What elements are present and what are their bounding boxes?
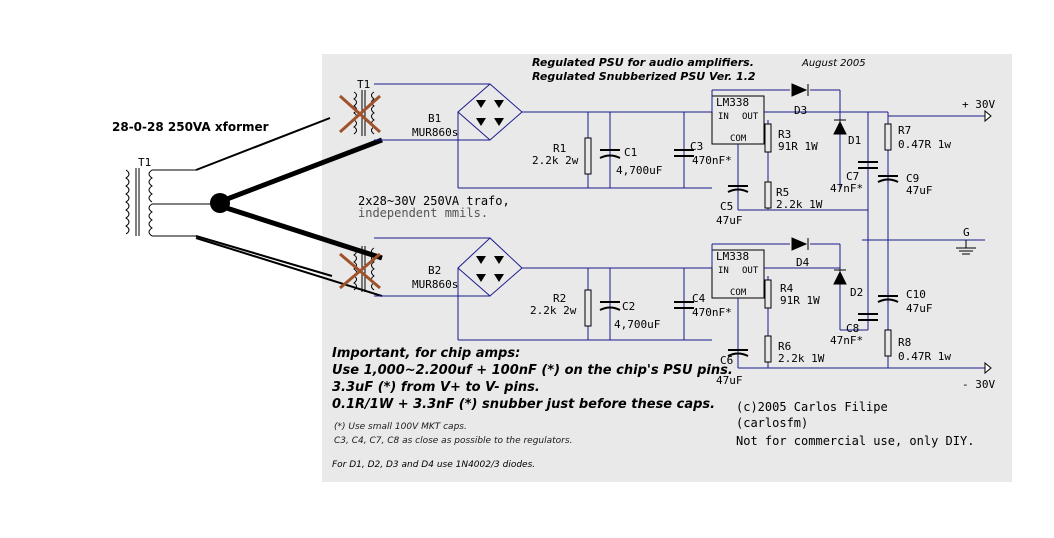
r3-label: R3 [778, 128, 792, 141]
title-line1: Regulated PSU for audio amplifiers. [532, 56, 754, 69]
c1-value: 4,700uF [616, 164, 663, 177]
r6-value: 2.2k 1W [778, 352, 825, 365]
r4-label: R4 [780, 282, 794, 295]
r8-value: 0.47R 1w [898, 350, 951, 363]
b1-part: MUR860s [412, 126, 459, 139]
d3-label: D3 [794, 104, 808, 117]
c3-label: C3 [690, 140, 704, 153]
v-neg-label: - 30V [962, 378, 996, 391]
lm2-out: OUT [742, 266, 759, 276]
c10-label: C10 [906, 288, 926, 301]
c4-value: 470nF* [692, 306, 732, 319]
c7-value: 47nF* [830, 182, 864, 195]
xformer-label: 28-0-28 250VA xformer [112, 120, 269, 134]
lm1-in: IN [718, 112, 729, 122]
c1-label: C1 [624, 146, 638, 159]
c2-label: C2 [622, 300, 636, 313]
primary-wires [195, 117, 383, 297]
notes-small1: (*) Use small 100V MKT caps. [334, 422, 467, 432]
notes-line1: Use 1,000~2.200uf + 100nF (*) on the chi… [332, 363, 733, 378]
c6-value: 47uF [716, 374, 743, 387]
c8-value: 47nF* [830, 334, 864, 347]
r4-value: 91R 1W [780, 294, 820, 307]
r5-value: 2.2k 1W [776, 198, 823, 211]
t1-left-label: T1 [138, 156, 152, 169]
r3-value: 91R 1W [778, 140, 818, 153]
bridge-b1 [457, 83, 540, 188]
c9-label: C9 [906, 172, 920, 185]
c3-value: 470nF* [692, 154, 732, 167]
c5-value: 47uF [716, 214, 743, 227]
notes-title: Important, for chip amps: [332, 346, 521, 361]
ground-node [862, 210, 985, 330]
r1-value: 2.2k 2w [532, 154, 579, 167]
r7-value: 0.47R 1w [898, 138, 951, 151]
c8-label: C8 [846, 322, 860, 335]
b2-label: B2 [428, 264, 442, 277]
lm1-out: OUT [742, 112, 759, 122]
c5-label: C5 [720, 200, 734, 213]
lm2-com: COM [730, 288, 747, 298]
credits-copyright: (c)2005 Carlos Filipe [736, 400, 888, 414]
title-line2: Regulated Snubberized PSU Ver. 1.2 [532, 70, 756, 83]
credits-handle: (carlosfm) [736, 416, 809, 430]
b1-label: B1 [428, 112, 442, 125]
bridge-b2 [457, 237, 540, 340]
credits-license: Not for commercial use, only DIY. [736, 434, 975, 448]
lm2-in: IN [718, 266, 729, 276]
title-date: August 2005 [802, 58, 866, 69]
lm1-com: COM [730, 134, 747, 144]
c9-value: 47uF [906, 184, 933, 197]
r2-value: 2.2k 2w [530, 304, 577, 317]
trafo-note: 2x28~30V 250VA trafo, [358, 194, 510, 208]
t1-top-label: T1 [357, 78, 371, 91]
bottom-transformer [339, 237, 490, 297]
lm1-label: LM338 [716, 96, 750, 109]
r2-label: R2 [553, 292, 567, 305]
r8-label: R8 [898, 336, 912, 349]
bottom-rail-parts [584, 237, 899, 363]
r7-label: R7 [898, 124, 912, 137]
lm2-label: LM338 [716, 250, 750, 263]
top-rail-parts [584, 83, 899, 209]
output-terminals [984, 109, 992, 375]
d4-label: D4 [796, 256, 810, 269]
top-transformer [338, 83, 490, 141]
r5-label: R5 [776, 186, 790, 199]
ground-label: G [963, 226, 970, 239]
trafo-note2: independent mmils. [358, 206, 489, 220]
notes-line3: 0.1R/1W + 3.3nF (*) snubber just before … [332, 397, 716, 412]
r1-label: R1 [553, 142, 567, 155]
c6-label: C6 [720, 354, 734, 367]
c4-label: C4 [692, 292, 706, 305]
v-pos-label: + 30V [962, 98, 996, 111]
b2-part: MUR860s [412, 278, 459, 291]
d2-label: D2 [850, 286, 864, 299]
c10-value: 47uF [906, 302, 933, 315]
top-rail [458, 89, 985, 240]
r6-label: R6 [778, 340, 792, 353]
c7-label: C7 [846, 170, 860, 183]
left-transformer [125, 168, 214, 237]
notes-line2: 3.3uF (*) from V+ to V- pins. [332, 380, 540, 395]
d1-label: D1 [848, 134, 862, 147]
notes-small2: C3, C4, C7, C8 as close as possible to t… [334, 436, 573, 446]
notes-diodes: For D1, D2, D3 and D4 use 1N4002/3 diode… [332, 460, 536, 470]
c2-value: 4,700uF [614, 318, 661, 331]
